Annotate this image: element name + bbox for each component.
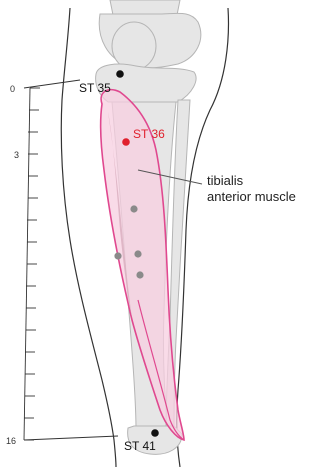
scale-label-16: 16: [6, 436, 16, 446]
scale-bottom-connector: [24, 436, 118, 440]
st35-label: ST 35: [79, 81, 111, 95]
st36-label: ST 36: [133, 127, 165, 141]
point-marker-gray-3: [134, 250, 141, 257]
muscle-label-line1: tibialis: [207, 173, 244, 188]
point-marker-gray-4: [136, 271, 143, 278]
muscle-label-line2: anterior muscle: [207, 189, 296, 204]
patella: [112, 22, 156, 70]
point-marker-gray-1: [130, 205, 137, 212]
st36-point-marker-icon: [122, 138, 130, 146]
point-marker-gray-2: [114, 252, 121, 259]
st35-point-marker-icon: [116, 70, 124, 78]
scale-label-3: 3: [14, 150, 19, 160]
scale-top-connector: [24, 80, 80, 88]
st41-point-marker-icon: [151, 429, 159, 437]
st41-label: ST 41: [124, 439, 156, 453]
scale-label-0: 0: [10, 84, 15, 94]
